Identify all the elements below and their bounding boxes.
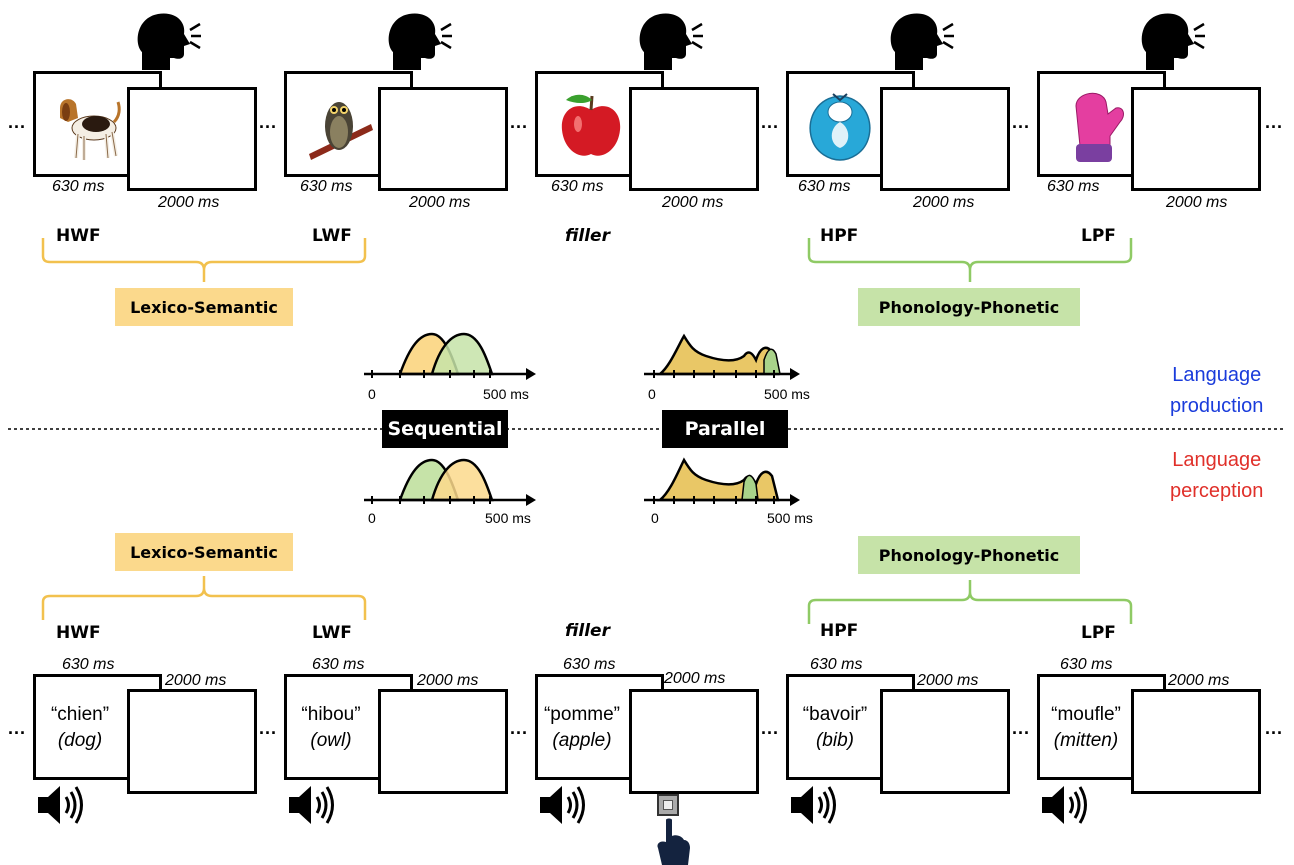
phonology-phonetic-label: Phonology-Phonetic (858, 288, 1080, 326)
axis-start-label: 0 (368, 386, 376, 402)
speaking-head-icon (388, 13, 452, 70)
word-stimulus: “hibou” (owl) (301, 704, 361, 751)
lexico-semantic-label: Lexico-Semantic (115, 533, 293, 571)
speaking-head-icon (1141, 13, 1205, 70)
apple-picture (561, 94, 621, 156)
duration-label: 630 ms (1060, 656, 1113, 673)
speaking-head-icon (890, 13, 954, 70)
axis-end-label: 500 ms (483, 386, 529, 402)
blank-card (1131, 87, 1261, 191)
speaking-head-icon (639, 13, 703, 70)
condition-label-hwf: HWF (56, 226, 101, 246)
duration-label: 630 ms (52, 178, 105, 195)
duration-label: 630 ms (798, 178, 851, 195)
ellipsis: ... (259, 718, 278, 738)
duration-label: 2000 ms (664, 670, 726, 687)
ellipsis: ... (761, 112, 780, 132)
condition-label-lwf: LWF (312, 226, 352, 246)
duration-label: 2000 ms (1168, 672, 1230, 689)
word-stimulus: “moufle” (mitten) (1051, 704, 1121, 751)
ellipsis: ... (8, 112, 27, 132)
sequential-perception-plot (364, 458, 536, 506)
word-stimulus: “pomme” (apple) (543, 704, 620, 751)
duration-label: 2000 ms (165, 672, 227, 689)
phonology-phonetic-brace (807, 238, 1133, 282)
ellipsis: ... (8, 718, 27, 738)
blank-card (378, 87, 508, 191)
parallel-perception-plot (644, 457, 800, 506)
blank-card (629, 87, 759, 191)
ellipsis: ... (761, 718, 780, 738)
duration-label: 630 ms (312, 656, 365, 673)
condition-label-hpf: HPF (820, 226, 859, 246)
word-stimulus: “bavoir” (bib) (802, 704, 868, 751)
phonology-phonetic-label: Phonology-Phonetic (858, 536, 1080, 574)
blank-card (378, 689, 508, 794)
blank-card (880, 87, 1010, 191)
ellipsis: ... (510, 112, 529, 132)
blank-card (629, 689, 759, 794)
ellipsis: ... (510, 718, 529, 738)
axis-end-label: 500 ms (767, 510, 813, 526)
ellipsis: ... (1265, 112, 1284, 132)
axis-start-label: 0 (648, 386, 656, 402)
response-button-icon (657, 794, 679, 816)
condition-label-lpf: LPF (1081, 623, 1116, 643)
duration-label: 630 ms (300, 178, 353, 195)
speaking-head-icon (137, 13, 201, 70)
pointing-hand-icon (657, 818, 690, 865)
condition-label-hpf: HPF (820, 621, 859, 641)
duration-label: 2000 ms (917, 672, 979, 689)
lexico-semantic-brace (41, 576, 367, 620)
blank-card (127, 87, 257, 191)
duration-label: 2000 ms (662, 194, 724, 211)
duration-label: 2000 ms (158, 194, 220, 211)
blank-card (880, 689, 1010, 794)
speaker-icon (540, 786, 585, 824)
duration-label: 630 ms (810, 656, 863, 673)
speaker-icon (38, 786, 83, 824)
blank-card (127, 689, 257, 794)
mitten-picture (1075, 92, 1124, 162)
duration-label: 2000 ms (409, 194, 471, 211)
axis-start-label: 0 (651, 510, 659, 526)
parallel-production-plot (644, 333, 800, 380)
speaker-icon (289, 786, 334, 824)
lexico-semantic-brace (41, 238, 367, 282)
owl-picture (309, 102, 373, 160)
lexico-semantic-label: Lexico-Semantic (115, 288, 293, 326)
duration-label: 630 ms (551, 178, 604, 195)
condition-label-lpf: LPF (1081, 226, 1116, 246)
duration-label: 630 ms (62, 656, 115, 673)
condition-label-filler: filler (565, 226, 610, 246)
duration-label: 2000 ms (417, 672, 479, 689)
duration-label: 2000 ms (913, 194, 975, 211)
speaker-icon (791, 786, 836, 824)
condition-label-filler: filler (565, 621, 610, 641)
sequential-label: Sequential (382, 410, 508, 448)
dog-picture (60, 99, 121, 160)
divider-line (8, 428, 1286, 430)
phonology-phonetic-brace (807, 580, 1133, 624)
sequential-production-plot (364, 332, 536, 380)
condition-label-lwf: LWF (312, 623, 352, 643)
language-production-label: Language production (1170, 364, 1264, 417)
axis-start-label: 0 (368, 510, 376, 526)
duration-label: 630 ms (563, 656, 616, 673)
ellipsis: ... (1012, 112, 1031, 132)
duration-label: 630 ms (1047, 178, 1100, 195)
parallel-label: Parallel (662, 410, 788, 448)
ellipsis: ... (259, 112, 278, 132)
ellipsis: ... (1012, 718, 1031, 738)
ellipsis: ... (1265, 718, 1284, 738)
condition-label-hwf: HWF (56, 623, 101, 643)
blank-card (1131, 689, 1261, 794)
speaker-icon (1042, 786, 1087, 824)
word-stimulus: “chien” (dog) (50, 704, 110, 751)
axis-end-label: 500 ms (485, 510, 531, 526)
language-perception-label: Language perception (1170, 449, 1264, 502)
duration-label: 2000 ms (1166, 194, 1228, 211)
axis-end-label: 500 ms (764, 386, 810, 402)
bib-picture (809, 93, 871, 161)
